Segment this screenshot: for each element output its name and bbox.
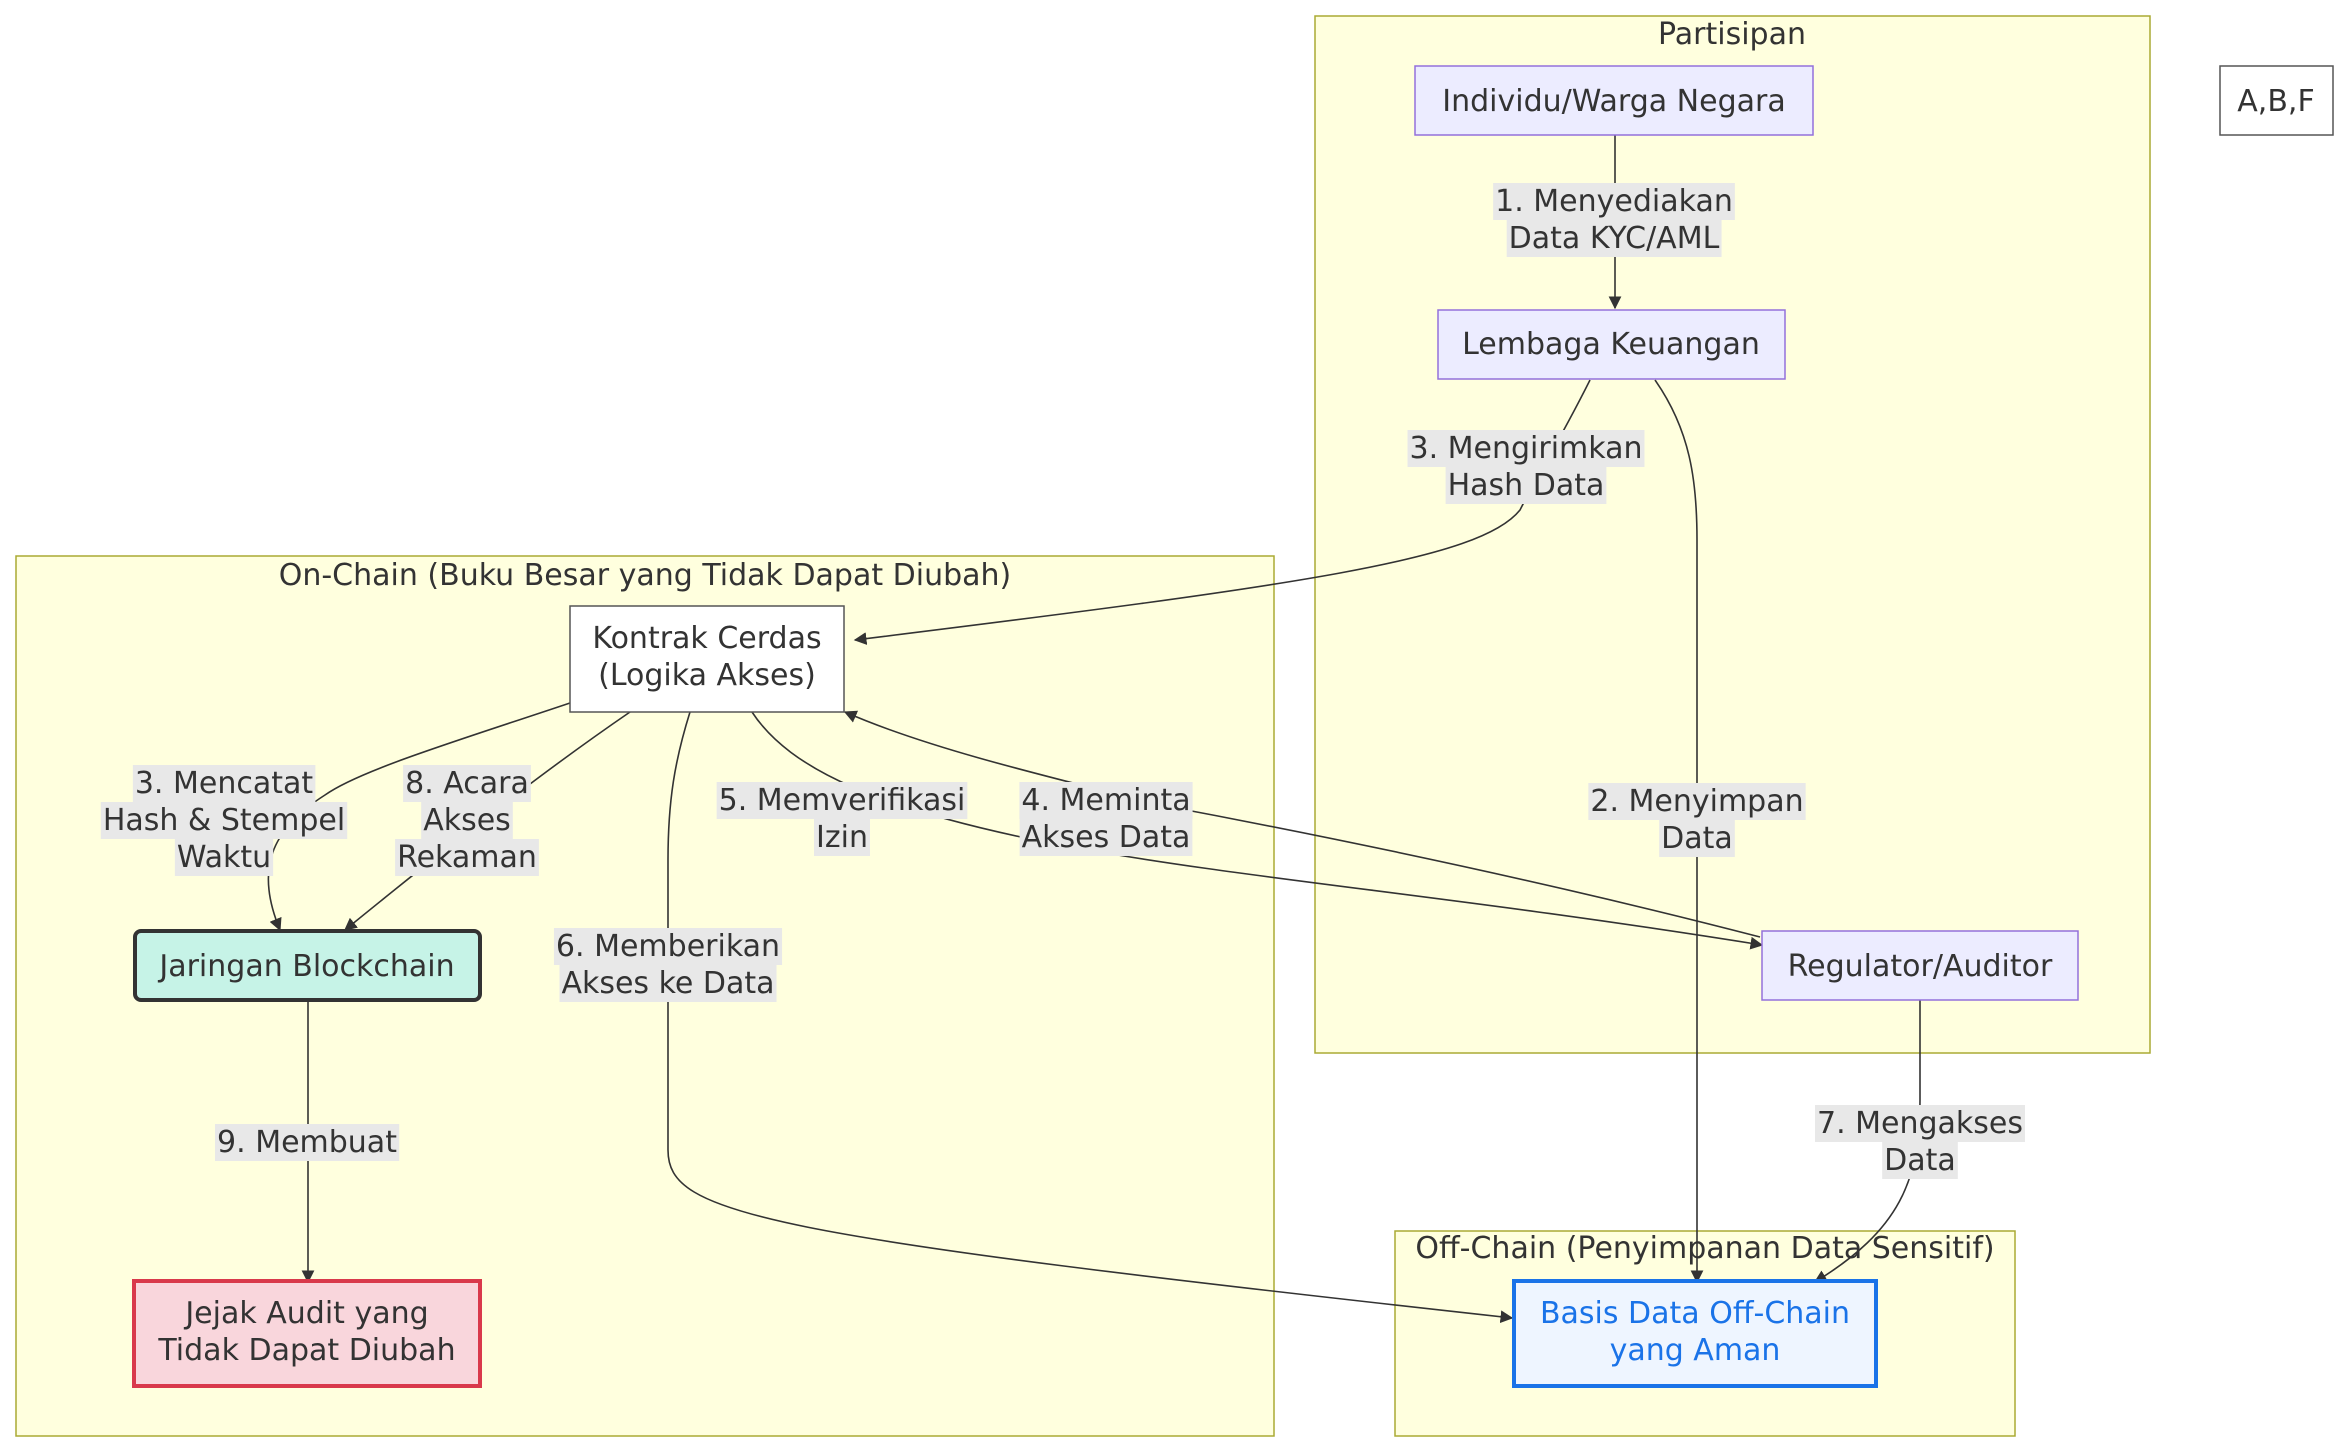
edge-label-text: 3. Mencatat — [135, 766, 314, 801]
edge-label-background — [553, 928, 783, 965]
cluster-participants-title: Partisipan — [1658, 17, 1806, 52]
edge-grants-access — [667, 711, 1514, 1324]
cluster-onchain-title: On-Chain (Buku Besar yang Tidak Dapat Di… — [279, 558, 1012, 593]
edge-label-text: 4. Meminta — [1021, 783, 1190, 818]
node-blockchain-network[interactable] — [133, 929, 482, 1002]
edge-label-text: 9. Membuat — [217, 1125, 397, 1160]
edge-label-background — [132, 765, 316, 802]
label-line: Kontrak Cerdas — [592, 621, 821, 656]
edge-label-text: 5. Memverifikasi — [719, 783, 966, 818]
edge-label-background — [1814, 1105, 2026, 1142]
label-line: Regulator/Auditor — [1788, 949, 2053, 984]
cluster-participants: Partisipan — [1314, 15, 2151, 1054]
edge-label-background — [174, 839, 274, 876]
label-line: yang Aman — [1610, 1333, 1781, 1368]
edge-label-background — [100, 802, 348, 839]
edge-label-background — [716, 782, 968, 819]
edge-label-text: Data — [1661, 821, 1733, 856]
node-floating-abf-label: A,B,F — [2237, 84, 2314, 119]
node-individual[interactable] — [1414, 65, 1814, 136]
edge-label-background — [1882, 1142, 1958, 1179]
edge-label-text: Data KYC/AML — [1509, 221, 1720, 256]
edge-label-text: Data — [1884, 1143, 1956, 1178]
node-layer: Individu/Warga Negara Lembaga Keuangan R… — [132, 65, 2334, 1388]
edge-label-text: 6. Memberikan — [556, 929, 780, 964]
label-line: Lembaga Keuangan — [1462, 327, 1760, 362]
edge-label-text: 7. Mengakses — [1817, 1106, 2023, 1141]
edge-label-background — [395, 839, 539, 876]
edge-label-background — [1019, 819, 1193, 856]
node-audit-trail[interactable] — [132, 1279, 482, 1388]
edge-label-text: Hash Data — [1448, 468, 1605, 503]
cluster-offchain-title: Off-Chain (Penyimpanan Data Sensitif) — [1415, 1231, 1994, 1266]
edge-label-text: 1. Menyediakan — [1495, 184, 1733, 219]
node-individual-label: Individu/Warga Negara — [1442, 84, 1785, 119]
edge-label-text: Akses ke Data — [561, 966, 774, 1001]
node-blockchain-network-label: Jaringan Blockchain — [157, 949, 454, 984]
edge-label-text: Akses Data — [1022, 820, 1191, 855]
edge-label-creates-audit: 9. Membuat — [215, 1124, 400, 1161]
edge-label-background — [1588, 783, 1806, 820]
edge-label-background — [814, 819, 870, 856]
edge-label-background — [1019, 782, 1193, 819]
node-smart-contract[interactable] — [569, 605, 845, 713]
edge-label-background — [1407, 430, 1645, 467]
node-financial-institution-label: Lembaga Keuangan — [1462, 327, 1760, 362]
edge-label-background — [1659, 820, 1735, 857]
edge-label-text: Waktu — [177, 840, 271, 875]
label-line: A,B,F — [2237, 84, 2314, 119]
edge-label-text: 3. Mengirimkan — [1409, 431, 1642, 466]
edge-label-text: Akses — [423, 803, 511, 838]
label-line: Individu/Warga Negara — [1442, 84, 1785, 119]
edge-label-background — [215, 1124, 400, 1161]
node-floating-abf[interactable] — [2219, 65, 2334, 136]
edge-label-text: Hash & Stempel — [103, 803, 345, 838]
edge-label-text: 8. Acara — [405, 766, 529, 801]
label-line: Basis Data Off-Chain — [1540, 1296, 1850, 1331]
node-regulator[interactable] — [1761, 930, 2079, 1001]
edge-requests-access — [843, 710, 1761, 938]
node-regulator-label: Regulator/Auditor — [1788, 949, 2053, 984]
edge-label-background — [559, 965, 777, 1002]
edge-label-text: Izin — [816, 820, 868, 855]
edge-label-background — [1493, 183, 1735, 220]
label-line: Jaringan Blockchain — [157, 949, 454, 984]
label-line: Jejak Audit yang — [183, 1296, 428, 1331]
edge-label-text: 2. Menyimpan — [1590, 784, 1803, 819]
edge-label-background — [1506, 220, 1722, 257]
node-offchain-database[interactable] — [1512, 1279, 1878, 1388]
edge-label-background — [421, 802, 513, 839]
edge-label-background — [1445, 467, 1607, 504]
label-line: (Logika Akses) — [598, 658, 816, 693]
edge-label-text: Rekaman — [397, 840, 537, 875]
edge-verifies-permission — [751, 711, 1764, 950]
edge-stores-data — [1654, 379, 1704, 1284]
label-line: Tidak Dapat Diubah — [157, 1333, 455, 1368]
edge-label-background — [403, 765, 531, 802]
node-financial-institution[interactable] — [1437, 309, 1786, 380]
node-smart-contract-label: Kontrak Cerdas(Logika Akses) — [592, 621, 821, 693]
